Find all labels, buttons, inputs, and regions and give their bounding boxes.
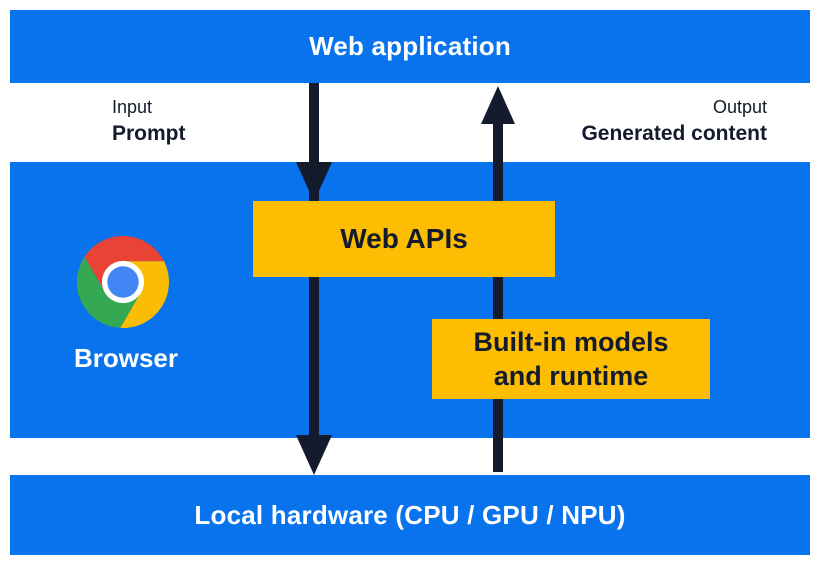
chrome-logo-red-segment — [84, 236, 165, 293]
chrome-logo-icon — [77, 236, 169, 328]
input-annotation: Input Prompt — [112, 95, 186, 147]
local-hardware-band: Local hardware (CPU / GPU / NPU) — [10, 475, 810, 555]
input-title: Input — [112, 97, 153, 117]
web-apis-label: Web APIs — [340, 223, 468, 254]
local-hardware-label: Local hardware (CPU / GPU / NPU) — [194, 499, 626, 530]
arrow-up-line — [493, 122, 503, 472]
web-application-label: Web application — [309, 31, 511, 61]
chrome-logo-yellow-segment — [120, 261, 169, 328]
output-annotation: Output Generated content — [581, 95, 767, 147]
output-value: Generated content — [581, 122, 767, 145]
chrome-logo-green-segment — [77, 256, 141, 328]
web-apis-box: Web APIs — [253, 201, 555, 277]
web-application-band: Web application — [10, 10, 810, 83]
builtin-models-box: Built-in models and runtime — [432, 319, 710, 399]
output-title: Output — [712, 97, 767, 117]
arrow-down-icon — [296, 162, 332, 202]
arrow-up-icon — [481, 86, 515, 124]
browser-label: Browser — [73, 343, 179, 373]
builtin-models-label: Built-in models and runtime — [473, 327, 669, 391]
input-value: Prompt — [112, 122, 186, 145]
chrome-logo-blue-center — [107, 266, 139, 298]
arrow-down-icon — [296, 435, 332, 475]
